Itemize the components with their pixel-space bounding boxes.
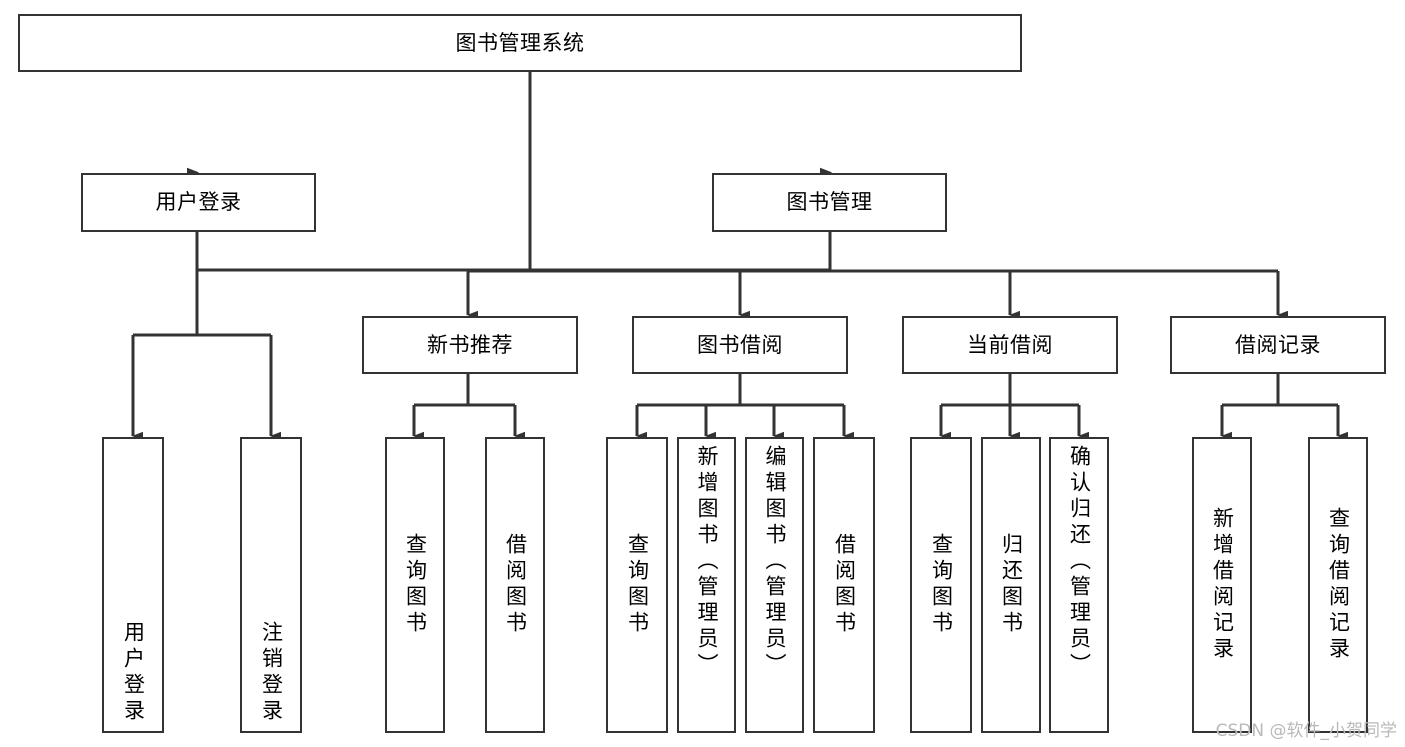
leaf-borrow-add-book-admin[interactable]: 新增图书（管理员） [677, 437, 736, 733]
node-label: 查询图书 [625, 533, 650, 637]
leaf-user-login-logout[interactable]: 注销登录 [240, 437, 302, 733]
leaf-record-query-record[interactable]: 查询借阅记录 [1308, 437, 1368, 733]
leaf-current-confirm-return-admin[interactable]: 确认归还（管理员） [1049, 437, 1109, 733]
node-label: 注销登录 [259, 621, 284, 725]
node-label: 归还图书 [999, 533, 1024, 637]
node-label: 确认归还（管理员） [1067, 445, 1092, 679]
node-label: 新增图书（管理员） [695, 445, 719, 679]
leaf-current-query-book[interactable]: 查询图书 [910, 437, 972, 733]
node-label: 新书推荐 [427, 332, 513, 357]
node-label: 用户登录 [121, 621, 146, 725]
node-user-login[interactable]: 用户登录 [81, 173, 316, 232]
node-label: 查询借阅记录 [1326, 507, 1351, 663]
node-root-book-management-system[interactable]: 图书管理系统 [18, 14, 1022, 72]
node-label: 图书管理系统 [455, 30, 585, 55]
watermark-text: CSDN @软件_小贺同学 [1215, 721, 1397, 741]
node-label: 借阅记录 [1235, 332, 1321, 357]
leaf-record-add-record[interactable]: 新增借阅记录 [1192, 437, 1252, 733]
node-label: 图书借阅 [697, 332, 783, 357]
node-label: 当前借阅 [967, 332, 1053, 357]
node-borrow-record[interactable]: 借阅记录 [1170, 316, 1386, 374]
leaf-user-login-login[interactable]: 用户登录 [102, 437, 164, 733]
node-current-borrow[interactable]: 当前借阅 [902, 316, 1118, 374]
node-book-borrow[interactable]: 图书借阅 [632, 316, 848, 374]
node-label: 图书管理 [786, 190, 873, 214]
leaf-current-return-book[interactable]: 归还图书 [981, 437, 1041, 733]
leaf-borrow-edit-book-admin[interactable]: 编辑图书（管理员） [745, 437, 804, 733]
node-label: 借阅图书 [832, 533, 857, 637]
node-label: 用户登录 [155, 190, 242, 214]
leaf-borrow-borrow-book[interactable]: 借阅图书 [813, 437, 875, 733]
node-label: 编辑图书（管理员） [763, 445, 787, 679]
node-label: 新增借阅记录 [1210, 507, 1235, 663]
node-label: 查询图书 [403, 533, 428, 637]
node-new-book-recommend[interactable]: 新书推荐 [362, 316, 578, 374]
leaf-borrow-query-book[interactable]: 查询图书 [606, 437, 668, 733]
leaf-recommend-query-book[interactable]: 查询图书 [385, 437, 445, 733]
leaf-recommend-borrow-book[interactable]: 借阅图书 [485, 437, 545, 733]
node-book-management[interactable]: 图书管理 [712, 173, 947, 232]
node-label: 借阅图书 [503, 533, 528, 637]
node-label: 查询图书 [929, 533, 954, 637]
